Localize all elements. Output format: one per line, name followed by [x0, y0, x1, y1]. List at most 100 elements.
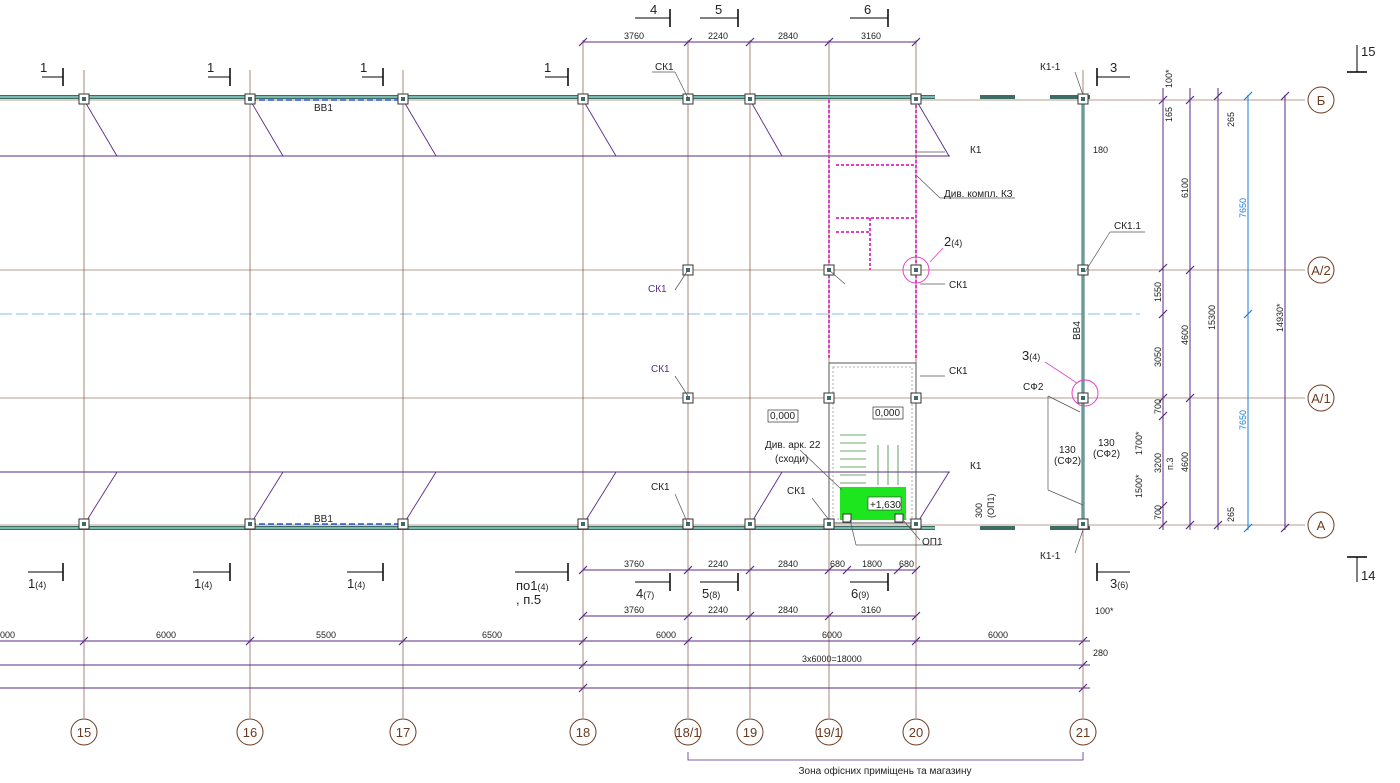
dimension-top — [578, 37, 921, 47]
axis-label-18-1: 18/1 — [675, 725, 700, 740]
zone-label: Зона офісних приміщень та магазину — [798, 765, 971, 777]
section-mark-1-4-c: 1(4) — [347, 576, 365, 591]
section-mark-1-4-a: 1(4) — [28, 576, 46, 591]
label-sk1-a1-right: СК1 — [949, 366, 968, 377]
section-mark-5: 5 — [715, 2, 722, 17]
section-mark-3-6: 3(6) — [1110, 576, 1128, 591]
label-ar22-1: Див. арк. 22 — [765, 440, 821, 451]
dim-b2-4: 3160 — [861, 605, 881, 615]
dim-b3-5: 6000 — [822, 630, 842, 640]
label-k1-1-top: К1-1 — [1040, 62, 1061, 73]
section-mark-14: 14 — [1361, 568, 1375, 583]
section-mark-3-top: 3 — [1110, 60, 1117, 75]
axis-label-a: А — [1317, 518, 1326, 533]
label-sf2-130b: 130 — [1098, 438, 1115, 449]
section-mark-1-4-b: 1(4) — [194, 576, 212, 591]
column-18-1-b — [682, 93, 694, 105]
dim-r-265b: 265 — [1226, 507, 1236, 522]
label-vv1-top: ВВ1 — [314, 103, 333, 114]
stair-core: +1,630 — [828, 362, 917, 524]
column-18-a — [577, 518, 589, 530]
label-sk1-1: СК1.1 — [1114, 221, 1141, 232]
label-node3: 3(4) — [1022, 348, 1040, 363]
dim-b1-2: 2240 — [708, 559, 728, 569]
dim-b1-4: 680 — [830, 559, 845, 569]
dim-r-700a: 700 — [1153, 399, 1163, 414]
dim-b1-1: 3760 — [624, 559, 644, 569]
dim-top-2: 2240 — [708, 31, 728, 41]
column-21-b — [1077, 93, 1089, 105]
dim-r-100: 100* — [1164, 69, 1174, 88]
label-vv4: ВВ4 — [1072, 321, 1083, 340]
columns — [78, 93, 1089, 530]
label-k1-bottom: К1 — [970, 461, 982, 472]
dim-b3-1: 6000 — [156, 630, 176, 640]
column-17-a — [397, 518, 409, 530]
label-op1-300: 300 — [974, 503, 984, 518]
beams — [0, 95, 1090, 530]
dim-b1-6: 680 — [899, 559, 914, 569]
dim-b3-4: 6000 — [656, 630, 676, 640]
axis-bubbles-vertical: 15 16 17 18 18/1 19 19/1 20 21 — [70, 718, 1097, 746]
label-sk1-top: СК1 — [655, 62, 674, 73]
label-sk1-a1-left: СК1 — [651, 364, 670, 375]
dim-r-180: 180 — [1093, 145, 1108, 155]
label-elev2: 0,000 — [875, 408, 900, 419]
dim-r-4600a: 4600 — [1180, 325, 1190, 345]
horizontal-grid-lines — [0, 99, 1305, 526]
dim-b1-5: 1800 — [862, 559, 882, 569]
dim-r-14930: 14930* — [1275, 303, 1285, 332]
section-mark-4: 4 — [650, 2, 657, 17]
dim-b3-6: 6000 — [988, 630, 1008, 640]
label-node2: 2(4) — [944, 234, 962, 249]
ties — [0, 99, 950, 526]
section-marks-bottom — [28, 556, 1367, 591]
dimension-bottom — [0, 565, 1090, 693]
label-sk1-a2-right: СК1 — [949, 280, 968, 291]
column-20-a1 — [910, 392, 922, 404]
axis-bubbles-horizontal: Б А/2 А/1 А — [1307, 86, 1335, 539]
column-17-b — [397, 93, 409, 105]
label-k1-1-bottom: К1-1 — [1040, 551, 1061, 562]
axis-label-20: 20 — [909, 725, 923, 740]
section-mark-1-b: 1 — [207, 60, 214, 75]
dim-top-4: 3160 — [861, 31, 881, 41]
label-sf2: СФ2 — [1023, 382, 1044, 393]
dimension-right — [1158, 88, 1290, 533]
axis-label-16: 16 — [243, 725, 257, 740]
axis-label-b: Б — [1317, 93, 1326, 108]
column-15-b — [78, 93, 90, 105]
dim-top-1: 3760 — [624, 31, 644, 41]
section-mark-5-8: 5(8) — [702, 586, 720, 601]
axis-label-a1: А/1 — [1311, 391, 1331, 406]
dim-b2-1: 3760 — [624, 605, 644, 615]
dim-r-100b: 100* — [1095, 606, 1114, 616]
section-mark-1-c: 1 — [360, 60, 367, 75]
column-16-a — [244, 518, 256, 530]
column-19-1-a — [823, 518, 835, 530]
dim-r-280: 280 — [1093, 648, 1108, 658]
column-20-a — [910, 518, 922, 530]
dim-b3-0: 000 — [0, 630, 15, 640]
section-mark-1-a: 1 — [40, 60, 47, 75]
dim-r-1500: 1500* — [1134, 474, 1144, 498]
label-sk1-a-mid: СК1 — [787, 486, 806, 497]
column-15-a — [78, 518, 90, 530]
axis-label-17: 17 — [396, 725, 410, 740]
column-20-b — [910, 93, 922, 105]
column-20-a2 — [910, 264, 922, 276]
axis-label-15: 15 — [77, 725, 91, 740]
label-op1: ОП1 — [922, 537, 943, 548]
section-mark-po1-note: , п.5 — [516, 592, 541, 607]
column-19-b — [744, 93, 756, 105]
column-21-a — [1077, 518, 1089, 530]
section-mark-po1: по1(4) — [516, 578, 549, 593]
dim-b3-3: 6500 — [482, 630, 502, 640]
leader-lines — [652, 71, 1145, 554]
axis-label-21: 21 — [1076, 725, 1090, 740]
pink-walls — [828, 100, 917, 360]
axis-label-19-1: 19/1 — [816, 725, 841, 740]
axis-label-18: 18 — [576, 725, 590, 740]
label-sf2-130b-ref: (СФ2) — [1093, 449, 1120, 460]
column-21-a2 — [1077, 264, 1089, 276]
